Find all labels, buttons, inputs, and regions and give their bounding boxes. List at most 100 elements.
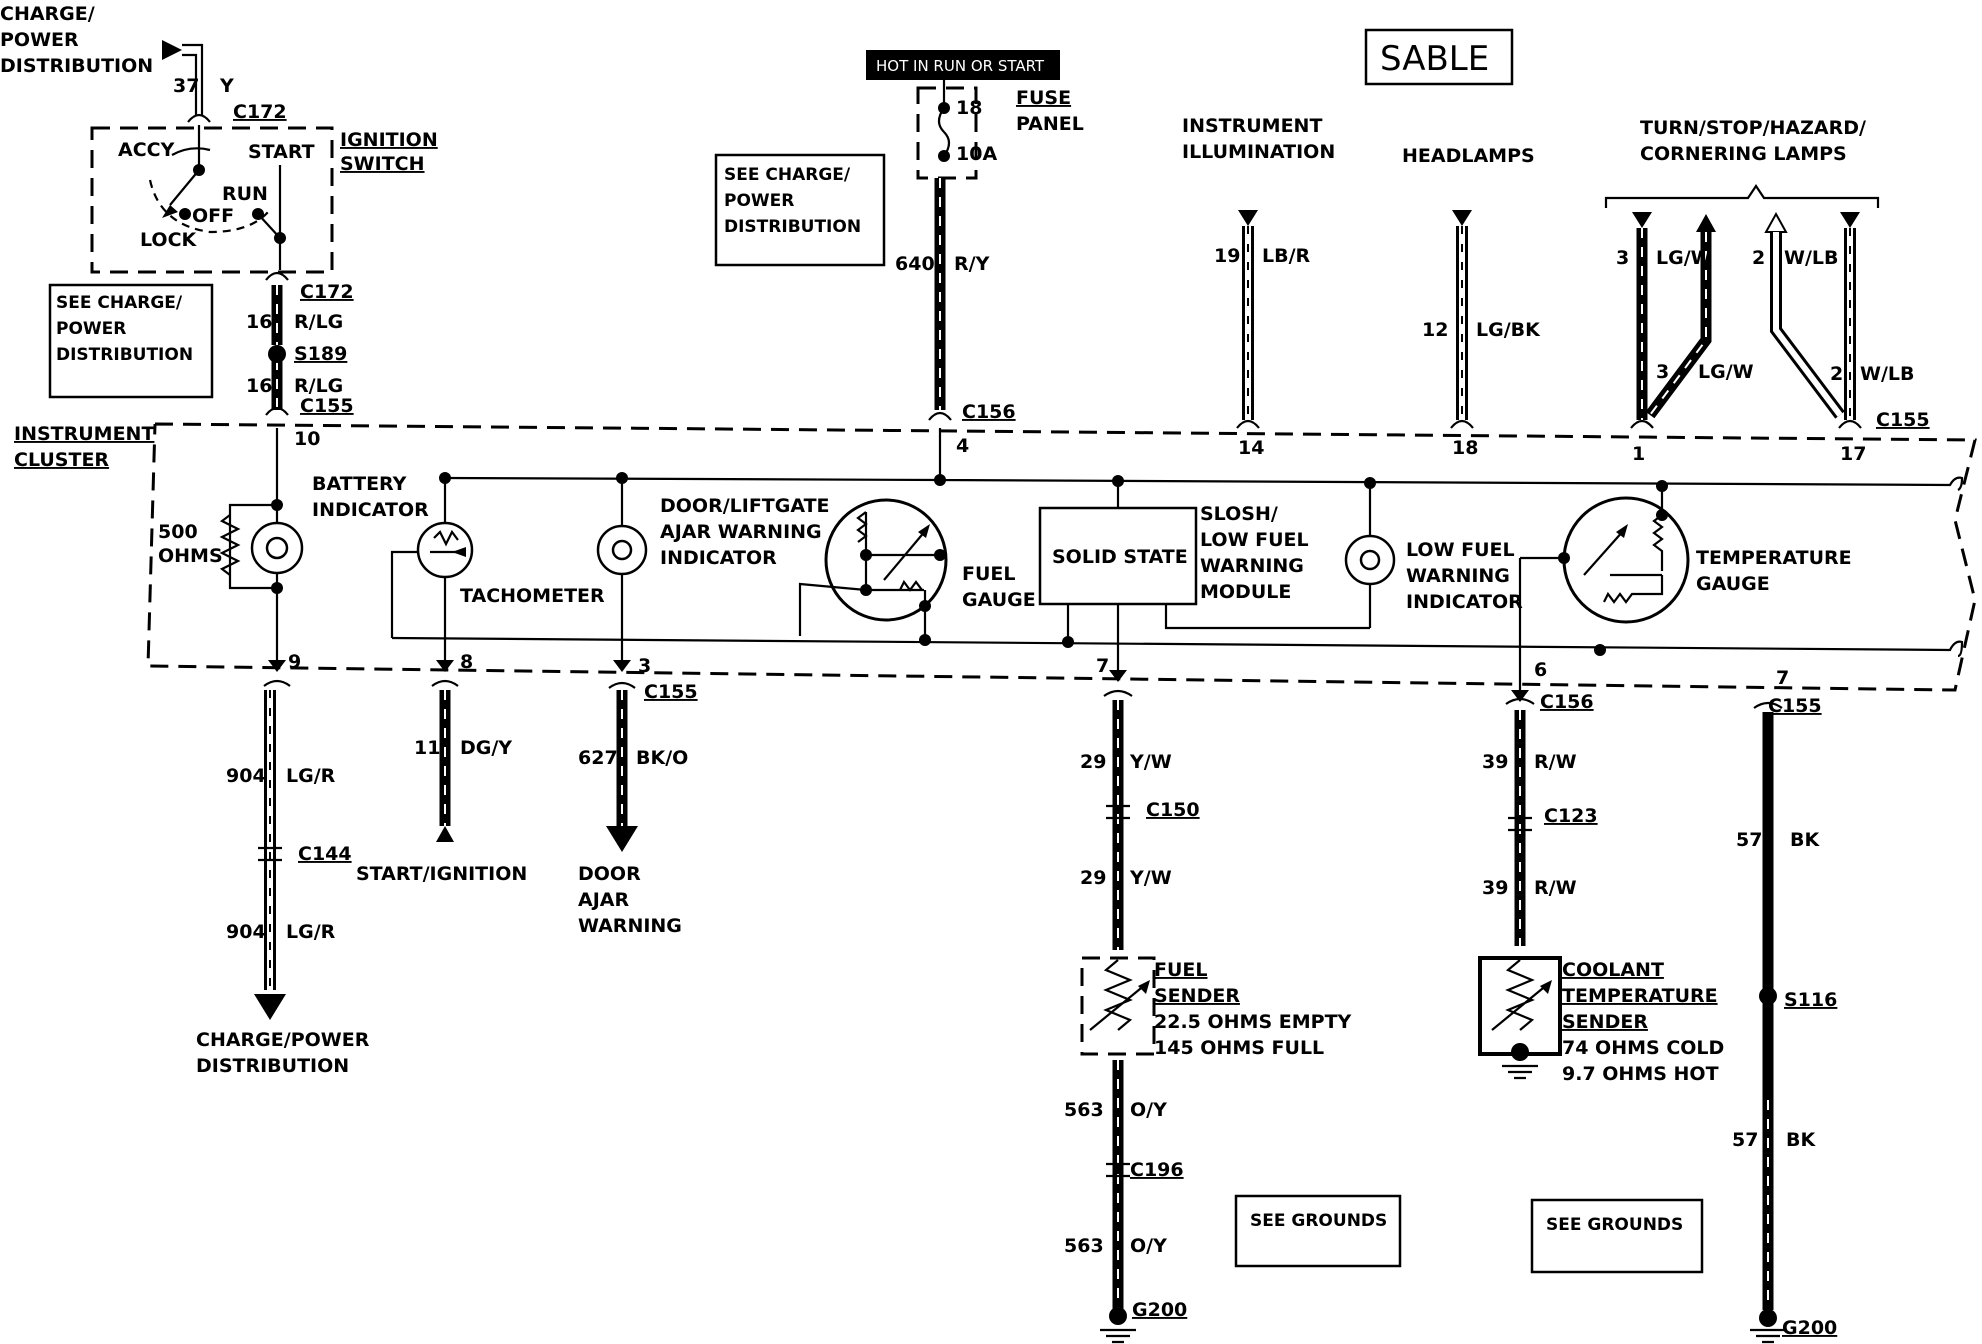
fuel-sender-l1: FUEL: [1154, 959, 1208, 981]
ignition-switch: IGNITION SWITCH ACCY START RUN OFF LOCK: [90, 125, 438, 274]
fuse-panel-l2: PANEL: [1016, 113, 1084, 135]
pin-3: 3: [638, 655, 651, 677]
wire-29b-color: Y/W: [1129, 867, 1172, 889]
door-l2: AJAR WARNING: [660, 521, 822, 543]
pin-17: 17: [1840, 443, 1866, 465]
fuse-rating: 10A: [956, 143, 997, 165]
wire-39a-color: R/W: [1534, 751, 1577, 773]
fuel-sender-l4: 145 OHMS FULL: [1154, 1037, 1324, 1059]
turn-c2a: 2: [1752, 247, 1765, 269]
wire-627-circuit: 627: [578, 747, 618, 769]
splice-s189-dot: [268, 345, 286, 363]
wire-16b-circuit: 16: [246, 375, 272, 397]
headlamps-circuit: 12: [1422, 319, 1448, 341]
wire-640-color: R/Y: [954, 253, 990, 275]
pin-4: 4: [956, 435, 969, 457]
battery-indicator-icon: [250, 521, 304, 575]
ground-icon: [1750, 1328, 1786, 1344]
wire-39b-circuit: 39: [1482, 877, 1508, 899]
arrow-icon: [162, 40, 182, 60]
see-charge-mid-l2: POWER: [724, 191, 794, 211]
headlamps-color: LG/BK: [1476, 319, 1541, 341]
slosh-l3: WARNING: [1200, 555, 1304, 577]
pin-10: 10: [294, 428, 320, 450]
solid-state-module: [1038, 506, 1198, 606]
pos-lock: LOCK: [140, 229, 198, 251]
door-ajar-l3: WARNING: [578, 915, 682, 937]
fuel-sender-chain: 29 Y/W C150 29 Y/W FUEL SENDER 22.5 OHMS…: [1064, 700, 1352, 1344]
wire-11: 11 DG/Y START/IGNITION: [356, 690, 527, 885]
fuse-section: HOT IN RUN OR START 18 10A FUSE PANEL SE…: [714, 50, 1084, 457]
wire-11-color: DG/Y: [460, 737, 512, 759]
coolant-sender-chain: 39 R/W C123 39 R/W COOLANT TEMPERATURE S…: [1478, 710, 1724, 1085]
conn-c156-top: C156: [962, 401, 1016, 423]
title-sable: SABLE: [1380, 39, 1489, 79]
door-l1: DOOR/LIFTGATE: [660, 495, 830, 517]
wire-57a-circuit: 57: [1736, 829, 1762, 851]
wire-904a-circuit: 904: [226, 765, 266, 787]
ground-g200-a: G200: [1132, 1299, 1187, 1321]
wire-11-circuit: 11: [414, 737, 440, 759]
conn-c155-bottom-right: C155: [1768, 695, 1822, 717]
see-grounds-2: SEE GROUNDS: [1530, 1198, 1704, 1274]
wire-16a-color: R/LG: [294, 311, 343, 333]
conn-c155-bottom-left: C155: [644, 681, 698, 703]
cluster-label-l2: CLUSTER: [14, 449, 109, 471]
ground-icon: [1502, 1064, 1538, 1080]
pos-accy: ACCY: [118, 139, 175, 161]
illum-color: LB/R: [1262, 245, 1311, 267]
charge-power-top: CHARGE/ POWER DISTRIBUTION 37 Y C172: [0, 3, 287, 123]
see-grounds-2-label: SEE GROUNDS: [1546, 1215, 1683, 1235]
temp-gauge-l2: GAUGE: [1696, 573, 1770, 595]
bottom-pins: 9 8 3 C155 7 6 C156 7 C155: [263, 651, 1822, 717]
charge-top-l2: POWER: [0, 29, 79, 51]
pos-run: RUN: [222, 183, 268, 205]
headlamps: HEADLAMPS 12 LG/BK 18: [1402, 145, 1541, 459]
wire-904: 904 LG/R C144 904 LG/R CHARGE/POWER DIST…: [196, 690, 370, 1077]
coolant-l5: 9.7 OHMS HOT: [1562, 1063, 1719, 1085]
coolant-l2: TEMPERATURE: [1562, 985, 1718, 1007]
illumination: INSTRUMENT ILLUMINATION 19 LB/R 14: [1182, 115, 1335, 459]
illum-l2: ILLUMINATION: [1182, 141, 1335, 163]
ignition-label-2: SWITCH: [340, 153, 425, 175]
wire-563a-color: O/Y: [1130, 1099, 1167, 1121]
low-fuel-l1: LOW FUEL: [1406, 539, 1515, 561]
splice-s116: S116: [1784, 989, 1837, 1011]
pos-off: OFF: [192, 205, 234, 227]
fuel-gauge-l2: GAUGE: [962, 589, 1036, 611]
charge-top-l3: DISTRIBUTION: [0, 55, 153, 77]
wire-29a-color: Y/W: [1129, 751, 1172, 773]
see-charge-mid-l3: DISTRIBUTION: [724, 217, 861, 237]
turn-l2: CORNERING LAMPS: [1640, 143, 1847, 165]
wire-904b-color: LG/R: [286, 921, 336, 943]
conn-c172-bottom: C172: [300, 281, 354, 303]
pin-7b: 7: [1776, 667, 1789, 689]
see-charge-left-l3: DISTRIBUTION: [56, 345, 193, 365]
battery-l1: BATTERY: [312, 473, 407, 495]
pin-1: 1: [1632, 443, 1645, 465]
headlamps-label: HEADLAMPS: [1402, 145, 1535, 167]
charge-bottom-l1: CHARGE/POWER: [196, 1029, 370, 1051]
conn-c196: C196: [1130, 1159, 1184, 1181]
illum-l1: INSTRUMENT: [1182, 115, 1322, 137]
pin-14: 14: [1238, 437, 1264, 459]
slosh-l4: MODULE: [1200, 581, 1291, 603]
see-charge-mid-l1: SEE CHARGE/: [724, 165, 851, 185]
pin-8: 8: [460, 651, 473, 673]
wire-57b-circuit: 57: [1732, 1129, 1758, 1151]
wire-627-color: BK/O: [636, 747, 688, 769]
see-grounds-1-label: SEE GROUNDS: [1250, 1211, 1387, 1231]
wire-37-circuit: 37: [173, 75, 199, 97]
low-fuel-l3: INDICATOR: [1406, 591, 1523, 613]
wire-57b-color: BK: [1786, 1129, 1816, 1151]
wire-57: 57 BK S116 57 BK G200: [1732, 712, 1837, 1344]
wire-57a-color: BK: [1790, 829, 1820, 851]
conn-c144: C144: [298, 843, 352, 865]
wire-37-color: Y: [219, 75, 234, 97]
ground-icon: [1100, 1328, 1136, 1344]
turn-c3b: 3: [1656, 361, 1669, 383]
door-l3: INDICATOR: [660, 547, 777, 569]
wire-640-circuit: 640: [895, 253, 935, 275]
conn-c172-top: C172: [233, 101, 287, 123]
